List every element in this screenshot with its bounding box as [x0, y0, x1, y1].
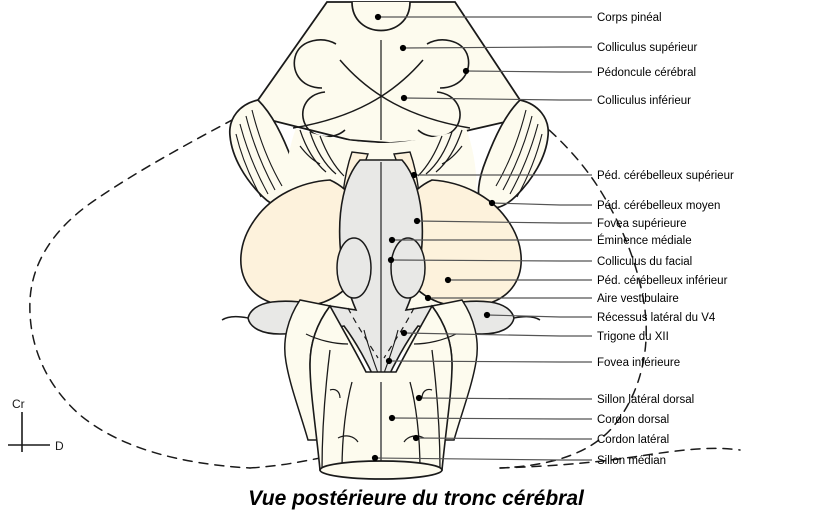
dorsal-sulcus-hooks	[329, 388, 433, 443]
label-fovea-inferieure: Fovea inférieure	[597, 357, 680, 369]
label-recessus-lateral-v4: Récessus latéral du V4	[597, 312, 716, 324]
leader-dot-corps-pineal	[374, 13, 382, 21]
facial-colliculus-right	[390, 237, 426, 299]
label-aire-vestibulaire: Aire vestibulaire	[597, 293, 679, 305]
label-sillon-lateral-dorsal: Sillon latéral dorsal	[597, 394, 694, 406]
pons-fold-marks	[299, 145, 463, 345]
label-trigone-du-xii: Trigone du XII	[597, 331, 669, 343]
facial-colliculus-left	[336, 237, 372, 299]
leader-dot-fovea-inferieure	[385, 357, 393, 365]
leader-line-recessus-lateral-v4	[486, 314, 592, 318]
spinal-cord-cut-surface	[319, 460, 443, 480]
label-sillon-median: Sillon médian	[597, 455, 666, 467]
leader-line-cordon-dorsal	[391, 417, 592, 420]
leader-dot-trigone-du-xii	[400, 329, 408, 337]
leader-line-colliculus-du-facial	[390, 259, 592, 262]
leader-dot-colliculus-du-facial	[387, 256, 395, 264]
label-pedoncule-cerebral: Pédoncule cérébral	[597, 67, 696, 79]
colliculus-superior-right	[426, 39, 470, 89]
label-cordon-dorsal: Cordon dorsal	[597, 414, 669, 426]
cerebellum-dashed-outline	[29, 99, 741, 469]
leader-dot-ped-cerebelleux-sup	[410, 171, 418, 179]
leader-dot-ped-cerebelleux-moyen	[488, 199, 496, 207]
leader-dot-ped-cerebelleux-inf	[444, 276, 452, 284]
leader-dot-recessus-lateral-v4	[483, 311, 491, 319]
brachium-curve-left-upper	[292, 59, 424, 129]
leader-line-colliculus-superieur	[402, 46, 592, 49]
leader-line-trigone-du-xii	[403, 332, 592, 337]
leader-line-ped-cerebelleux-moyen	[491, 202, 592, 206]
leader-line-pedoncule-cerebral	[465, 70, 592, 73]
striae-medullares	[347, 307, 415, 359]
leader-dot-fovea-superieure	[413, 217, 421, 225]
leader-dot-pedoncule-cerebral	[462, 67, 470, 75]
leader-line-fovea-superieure	[416, 220, 592, 224]
lateral-recess-left	[221, 315, 249, 321]
label-ped-cerebelleux-inf: Péd. cérébelleux inférieur	[597, 275, 728, 287]
leader-dot-aire-vestibulaire	[424, 294, 432, 302]
label-ped-cerebelleux-moyen: Péd. cérébelleux moyen	[597, 200, 720, 212]
figure-title: Vue postérieure du tronc cérébral	[248, 487, 585, 510]
pontine-stria-group	[299, 129, 463, 177]
leader-line-colliculus-inferieur	[403, 97, 592, 101]
leader-dot-sillon-median	[371, 454, 379, 462]
leader-line-sillon-lateral-dorsal	[418, 397, 592, 400]
label-cordon-lateral: Cordon latéral	[597, 434, 669, 446]
label-colliculus-du-facial: Colliculus du facial	[597, 256, 692, 268]
orientation-right-label: D	[55, 439, 64, 453]
label-colliculus-superieur: Colliculus supérieur	[597, 42, 698, 54]
leader-dot-cordon-lateral	[412, 434, 420, 442]
label-colliculus-inferieur: Colliculus inférieur	[597, 95, 691, 107]
lateral-recess-right	[513, 315, 541, 321]
leader-line-cordon-lateral	[415, 437, 592, 440]
label-fovea-superieure: Fovea supérieure	[597, 218, 687, 230]
leader-lines-group	[371, 13, 592, 462]
leader-dot-cordon-dorsal	[388, 414, 396, 422]
orientation-cranial-label: Cr	[12, 397, 25, 411]
dorsal-columns	[321, 349, 441, 471]
orientation-marker: Cr D	[8, 397, 64, 453]
leader-dot-eminence-mediale	[388, 236, 396, 244]
leader-dot-colliculus-superieur	[399, 44, 407, 52]
label-ped-cerebelleux-sup: Péd. cérébelleux supérieur	[597, 170, 734, 182]
label-eminence-mediale: Éminence médiale	[597, 234, 692, 247]
brachium-curve-right-upper	[339, 59, 471, 129]
label-corps-pineal: Corps pinéal	[597, 12, 662, 24]
leader-line-fovea-inferieure	[388, 360, 592, 363]
leader-dot-sillon-lateral-dorsal	[415, 394, 423, 402]
colliculus-superior-left	[293, 39, 337, 89]
leader-line-sillon-median	[374, 457, 592, 461]
leader-dot-colliculus-inferieur	[400, 94, 408, 102]
